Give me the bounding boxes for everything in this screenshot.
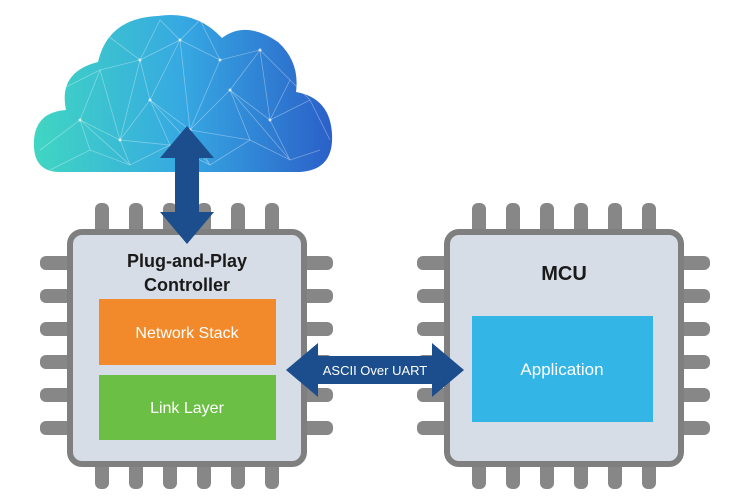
- application-block: [472, 316, 653, 422]
- mcu-pins: [417, 203, 710, 489]
- uart-link: ASCII Over UART: [286, 343, 464, 397]
- network-stack-label: Network Stack: [135, 325, 239, 342]
- cloud-icon: [33, 14, 333, 172]
- uart-link-label: ASCII Over UART: [323, 363, 428, 378]
- controller-chip: Plug-and-Play Controller Network Stack L…: [40, 203, 333, 489]
- link-layer-label: Link Layer: [150, 400, 224, 417]
- mcu-title: MCU: [541, 263, 587, 285]
- controller-title-line2: Controller: [144, 275, 230, 295]
- application-label: Application: [520, 360, 603, 379]
- mcu-chip: MCU Application: [417, 203, 710, 489]
- double-arrow-horizontal-icon: [286, 343, 464, 397]
- network-stack-block: [99, 299, 276, 365]
- controller-title-line1: Plug-and-Play: [127, 251, 247, 271]
- double-arrow-vertical-icon: [160, 126, 214, 244]
- link-layer-block: [99, 375, 276, 440]
